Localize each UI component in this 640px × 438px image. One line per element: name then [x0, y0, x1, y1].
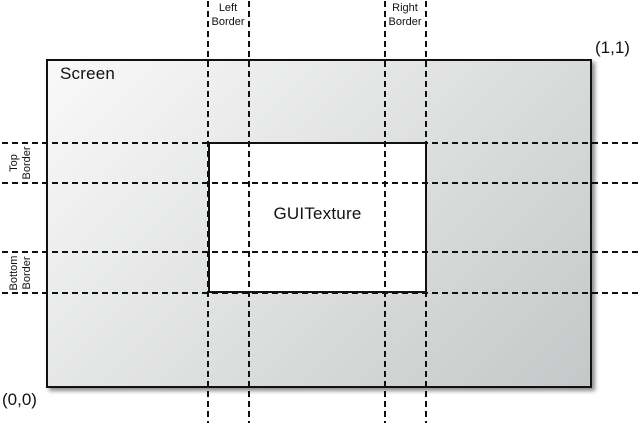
right-border-inner-line [384, 1, 386, 423]
right-border-label: Right Border [379, 1, 431, 29]
coordinate-label-bottom-left: (0,0) [2, 390, 37, 409]
bottom-border-outer-line [2, 292, 639, 294]
left-border-label-line1: Left [218, 2, 238, 14]
top-border-inner-line [2, 182, 639, 184]
coordinate-label-top-right: (1,1) [595, 38, 630, 57]
bottom-border-label-line1: Bottom [8, 255, 20, 291]
bottom-border-label: Bottom Border [8, 249, 36, 297]
right-border-label-line1: Right [392, 2, 418, 14]
left-border-label: Left Border [202, 1, 254, 29]
bottom-border-label-line2: Border [21, 256, 33, 290]
top-border-label: Top Border [8, 139, 36, 187]
left-border-label-line2: Border [211, 16, 245, 28]
top-border-outer-line [2, 142, 639, 144]
right-border-label-line2: Border [388, 16, 422, 28]
bottom-border-inner-line [2, 251, 639, 253]
top-border-label-line1: Top [8, 154, 20, 172]
guitexture-rect: GUITexture [208, 142, 427, 293]
screen-label: Screen [60, 64, 116, 83]
right-border-outer-line [425, 1, 427, 423]
left-border-inner-line [248, 1, 250, 423]
left-border-outer-line [207, 1, 209, 423]
guitexture-label: GUITexture [273, 203, 362, 223]
top-border-label-line2: Border [21, 146, 33, 180]
